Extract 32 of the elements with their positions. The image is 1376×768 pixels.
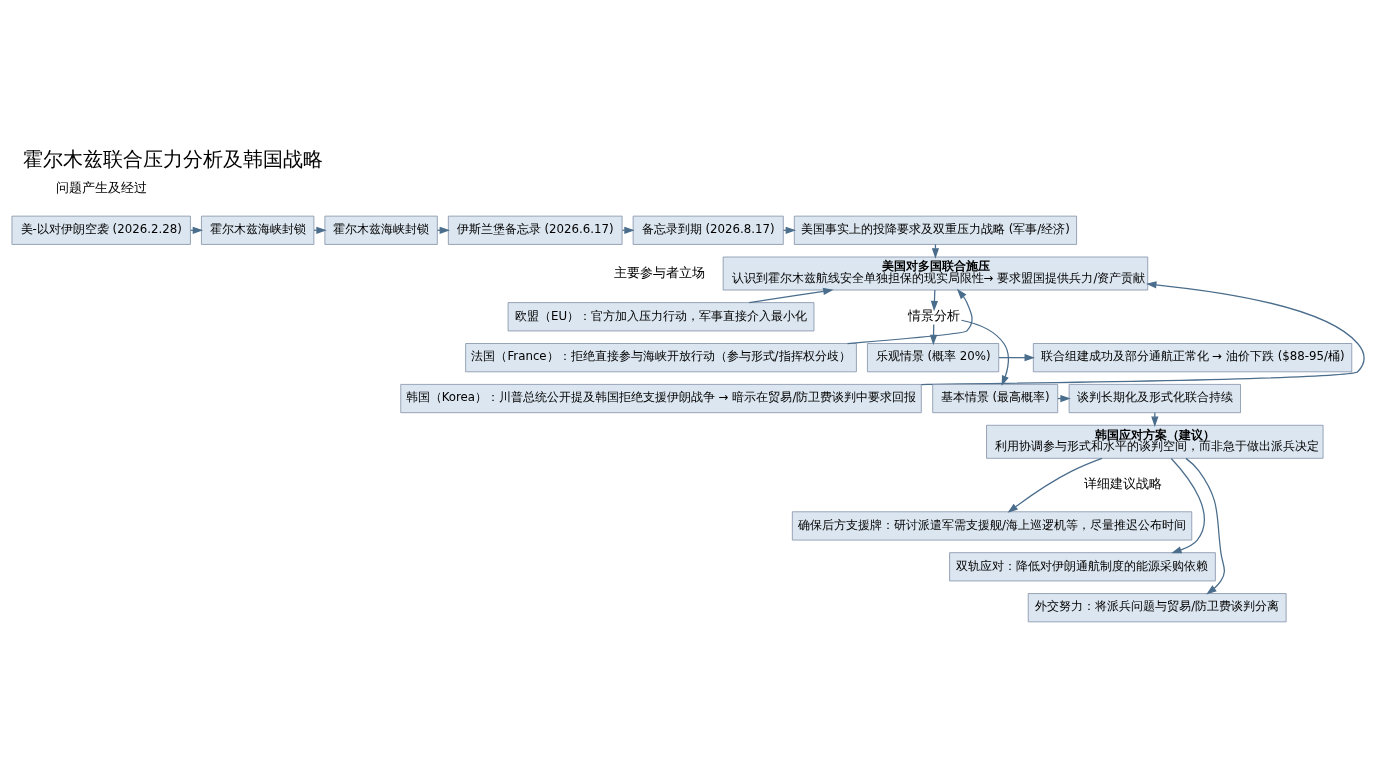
node-box: 霍尔木兹海峡封锁 bbox=[201, 215, 315, 245]
node-box: 外交努力：将派兵问题与贸易/防卫费谈判分离 bbox=[1027, 593, 1287, 623]
node-box: 韩国（Korea）：川普总统公开提及韩国拒绝支援伊朗战争 → 暗示在贸易/防卫费谈判中要求回报 bbox=[400, 384, 922, 414]
node-box: 美-以对伊朗空袭 (2026.2.28) bbox=[11, 215, 191, 245]
arrow bbox=[1170, 457, 1205, 554]
arrow bbox=[748, 287, 834, 304]
diagram-title: 霍尔木兹联合压力分析及韩国战略 bbox=[23, 146, 324, 171]
node-box: 谈判长期化及形式化联合持续 bbox=[1068, 384, 1241, 414]
arrow bbox=[920, 281, 1365, 386]
label: 主要参与者立场 bbox=[613, 264, 705, 280]
node-box: 欧盟（EU）：官方加入压力行动，军事直接介入最小化 bbox=[507, 302, 815, 332]
arrow bbox=[960, 319, 1010, 387]
label: 详细建议战略 bbox=[1084, 476, 1163, 492]
node-text: 情景分析 bbox=[907, 308, 960, 323]
node-box: 双轨应对：降低对伊朗通航制度的能源采购依赖 bbox=[949, 552, 1216, 582]
arrow bbox=[782, 226, 797, 234]
node-box: 乐观情景 (概率 20%) bbox=[867, 343, 1000, 373]
node-box: 备忘录到期 (2026.8.17) bbox=[632, 215, 784, 245]
node-box: 伊斯兰堡备忘录 (2026.6.17) bbox=[447, 215, 623, 245]
node-box: 美国事实上的投降要求及双重压力战略 (军事/经济) bbox=[793, 215, 1077, 245]
arrow bbox=[1007, 457, 1103, 513]
arrow bbox=[1185, 457, 1225, 595]
node-box: 法国（France）：拒绝直接参与海峡开放行动（参与形式/指挥权分歧） bbox=[465, 343, 857, 373]
node-box: 美国对多国联合施压 认识到霍尔木兹航线安全单独担保的现实局限性→ 要求盟国提供兵力/资产贡献 bbox=[722, 256, 1149, 291]
node-box: 联合组建成功及部分通航正常化 → 油价下跌 ($88-95/桶) bbox=[1032, 343, 1353, 373]
arrow bbox=[998, 354, 1035, 362]
arrow bbox=[436, 226, 450, 234]
node-box: 确保后方支援牌：研讨派遣军需支援舰/海上巡逻机等，尽量推迟公布时间 bbox=[791, 511, 1193, 541]
node-box: 霍尔木兹海峡封锁 bbox=[324, 215, 438, 245]
node-box: 韩国应对方案（建议） 利用协调参与形式和水平的谈判空间，而非急于做出派兵决定 bbox=[986, 424, 1324, 459]
node-box: 基本情景 (最高概率) bbox=[932, 384, 1059, 414]
label: 问题产生及经过 bbox=[55, 180, 147, 196]
